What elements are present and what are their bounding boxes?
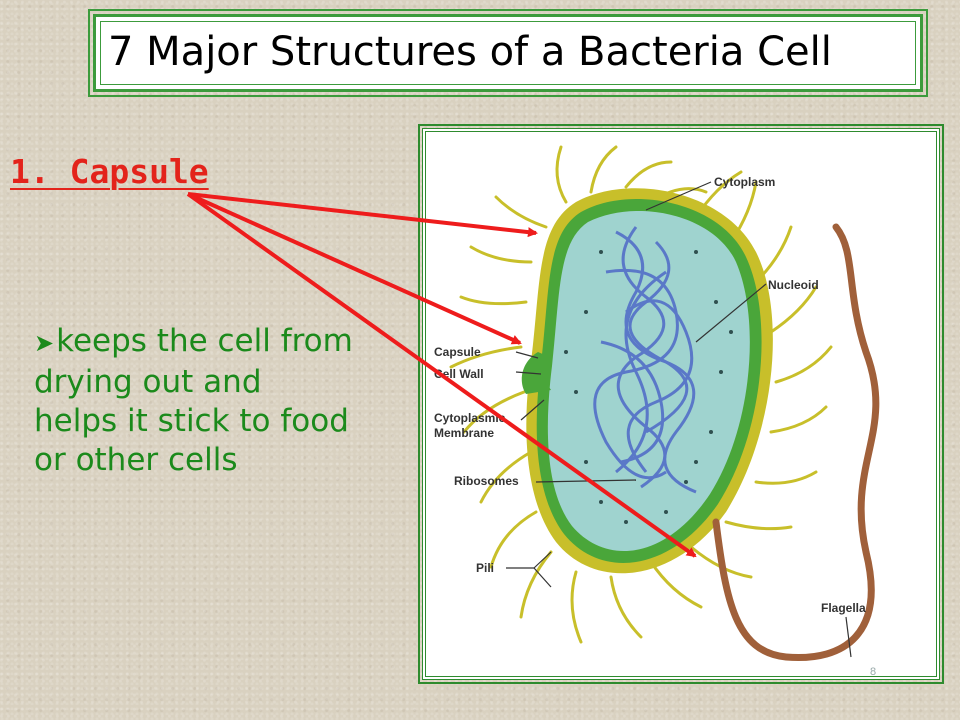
arrow-bullet-icon: ➤ (34, 329, 55, 357)
label-cell-wall: Cell Wall (434, 367, 484, 381)
description-text: keeps the cell from drying out and helps… (34, 323, 353, 478)
title-inner-border (100, 21, 916, 85)
structure-heading: 1. Capsule (10, 152, 209, 191)
page-number: 8 (870, 666, 877, 678)
label-cytoplasmic-membrane-line1: Cytoplasmic (434, 411, 506, 425)
label-cytoplasm: Cytoplasm (714, 175, 775, 189)
label-nucleoid: Nucleoid (768, 278, 819, 292)
flagellum (712, 223, 880, 662)
label-capsule: Capsule (434, 345, 481, 359)
label-cytoplasmic-membrane-line2: Membrane (434, 426, 494, 440)
slide-title: 7 Major Structures of a Bacteria Cell (108, 29, 832, 75)
label-flagella: Flagella (821, 601, 866, 615)
bacteria-illustration: Cytoplasm Nucleoid Capsule Cell Wall Cyt… (434, 145, 880, 662)
title-box: 7 Major Structures of a Bacteria Cell (88, 9, 928, 97)
bacteria-diagram: Cytoplasm Nucleoid Capsule Cell Wall Cyt… (418, 124, 944, 684)
label-pili: Pili (476, 561, 494, 575)
structure-description: ➤keeps the cell from drying out and help… (34, 322, 354, 480)
label-ribosomes: Ribosomes (454, 474, 519, 488)
